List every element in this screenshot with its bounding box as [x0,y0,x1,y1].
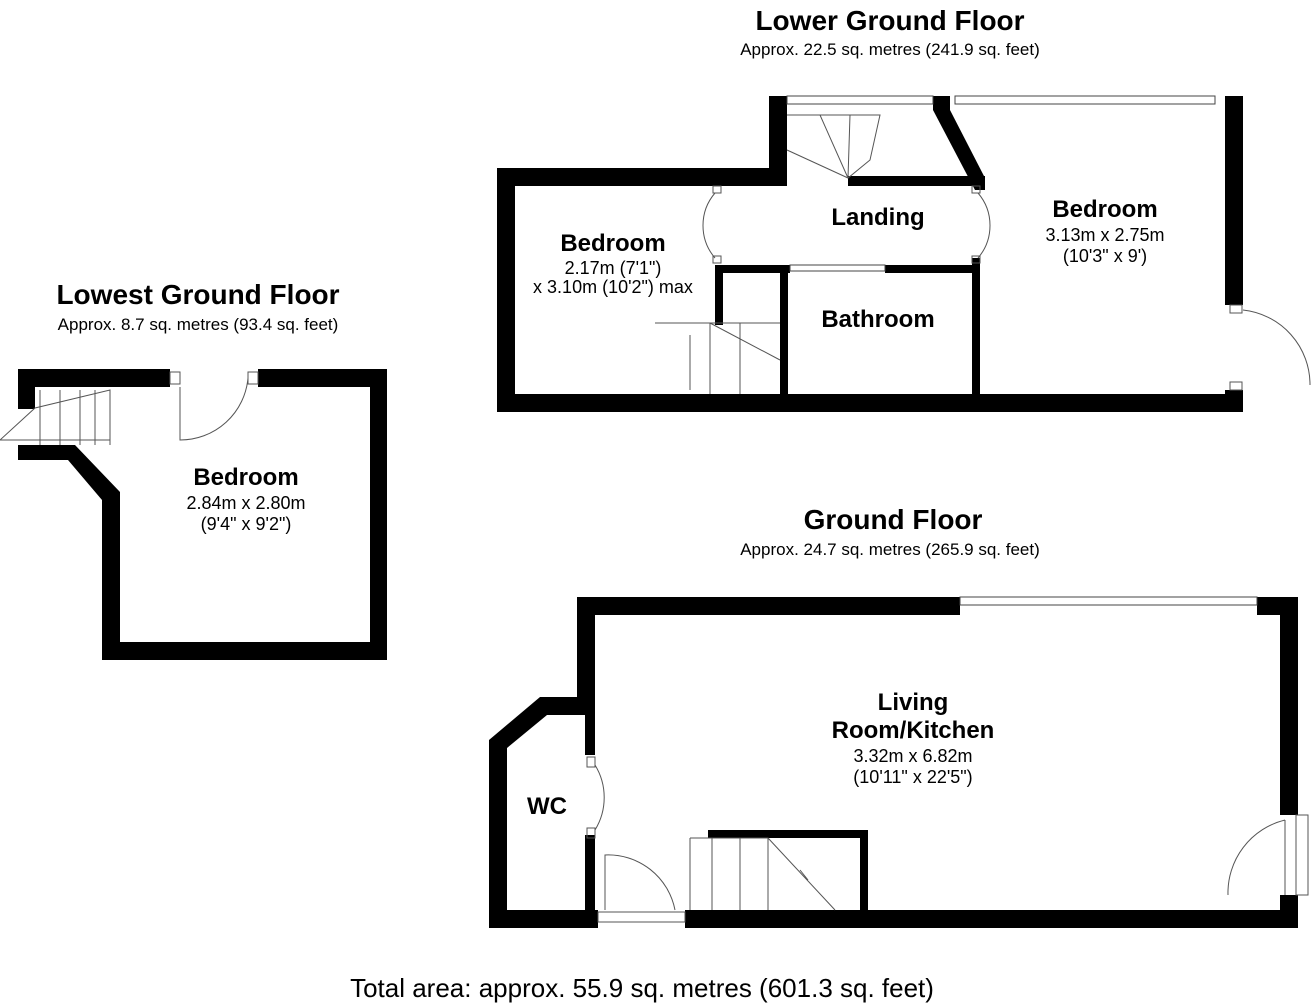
lowest-ground-floor-title: Lowest Ground Floor [56,279,339,310]
room-dim: x 3.10m (10'2") max [533,277,693,297]
lowest-ground-floor: Lowest Ground Floor Approx. 8.7 sq. metr… [0,279,387,660]
walls [18,369,387,660]
window [959,596,1258,606]
room-bathroom: Bathroom [821,306,934,333]
window [954,95,1216,105]
total-area: Total area: approx. 55.9 sq. metres (601… [350,973,934,1003]
room-bedroom-left: Bedroom [560,230,665,257]
walls [489,597,1298,928]
window [786,95,934,105]
lower-ground-floor-area: Approx. 22.5 sq. metres (241.9 sq. feet) [740,40,1040,59]
room-bedroom-right: Bedroom [1052,196,1157,223]
room-dim: (9'4" x 9'2") [201,514,292,534]
room-dim: 2.84m x 2.80m [186,493,305,513]
lower-ground-floor-title: Lower Ground Floor [755,5,1024,36]
ground-floor: Ground Floor Approx. 24.7 sq. metres (26… [489,504,1309,928]
ground-floor-area: Approx. 24.7 sq. metres (265.9 sq. feet) [740,540,1040,559]
room-living-label-2: Room/Kitchen [832,717,995,744]
staircase [0,389,111,445]
room-dim: 3.13m x 2.75m [1045,225,1164,245]
door-swings [586,756,1309,923]
staircase [689,837,836,911]
staircase [655,114,881,394]
door-swing [169,371,259,441]
room-wc: WC [527,793,567,820]
lowest-ground-floor-area: Approx. 8.7 sq. metres (93.4 sq. feet) [58,315,339,334]
room-living-label-1: Living [878,689,949,716]
sliding-door [789,264,886,272]
room-landing: Landing [831,204,924,231]
room-dim: 3.32m x 6.82m [853,746,972,766]
walls [497,96,1243,412]
room-dim: (10'11" x 22'5") [853,767,972,787]
lower-ground-floor: Lower Ground Floor Approx. 22.5 sq. metr… [497,5,1311,412]
room-dim: 2.17m (7'1") [565,258,662,278]
room-bedroom: Bedroom [193,464,298,491]
ground-floor-title: Ground Floor [804,504,983,535]
room-dim: (10'3" x 9') [1063,246,1147,266]
door-swings [702,185,1311,391]
